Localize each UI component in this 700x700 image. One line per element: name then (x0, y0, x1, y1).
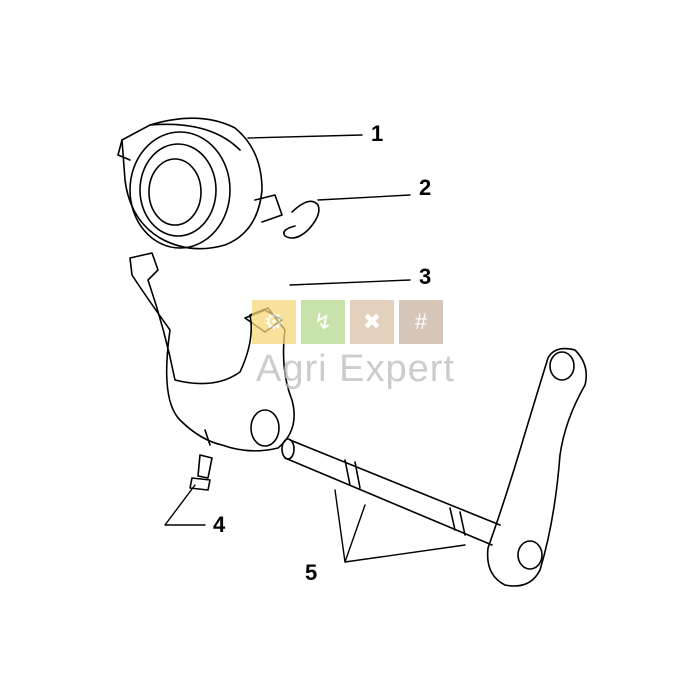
wheelbarrow-icon: ↯ (301, 300, 345, 344)
callout-3: 3 (419, 264, 432, 289)
callout-4: 4 (213, 512, 226, 537)
leader-lines (164, 134, 466, 563)
callout-1: 1 (371, 121, 384, 146)
tractor-icon: ⚙ (252, 300, 296, 344)
callout-2: 2 (419, 175, 432, 200)
fence-icon: # (399, 300, 443, 344)
watermark-text: Agri Expert (256, 348, 455, 390)
callout-5: 5 (305, 560, 318, 585)
shaft-and-lever-drawing (281, 347, 588, 587)
retaining-clip-drawing (282, 200, 320, 239)
screw-drawing (189, 454, 213, 491)
tools-icon: ✖ (350, 300, 394, 344)
release-bearing-drawing (117, 117, 283, 250)
